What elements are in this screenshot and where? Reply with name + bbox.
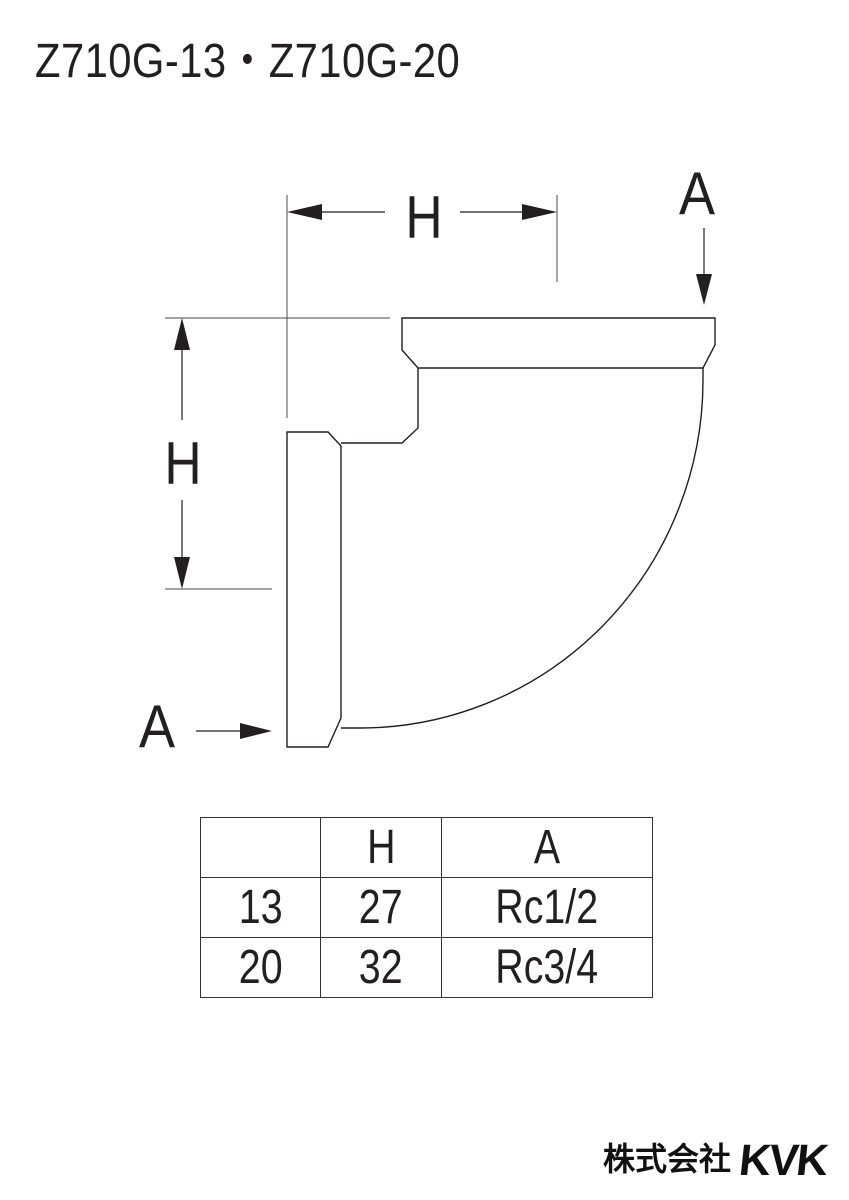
side-port-label: A [139,693,175,760]
table-cell: Rc3/4 [441,937,653,998]
dimension-table: H A 13 27 Rc1/2 20 32 Rc3/4 [200,817,653,998]
elbow-body-curve [341,368,704,729]
company-logo-brand: KVK [736,1136,829,1185]
width-dimension-arrow-left [287,204,322,220]
height-dimension-arrow-up [174,318,190,350]
table-header-cell: H [320,817,442,878]
table-row: 20 32 Rc3/4 [200,937,653,998]
table-cell: 20 [200,937,321,998]
height-dimension-label: H [164,429,201,497]
table-row: 13 27 Rc1/2 [200,877,653,938]
table-header-cell [200,817,321,878]
header-label-a: A [533,820,561,874]
height-dimension-arrow-down [174,557,190,589]
company-logo-prefix: 株式会社 [603,1140,732,1178]
width-dimension-arrow-right [522,204,557,220]
side-flange-outline [286,431,342,748]
width-dimension-label: H [405,183,442,251]
cell-h: 27 [359,880,403,934]
table-cell: 32 [320,937,442,998]
table-cell: 13 [200,877,321,938]
table-cell: 27 [320,877,442,938]
top-port-arrow-head [696,274,712,305]
header-label-h: H [366,820,396,874]
elbow-inner-step-outline [341,368,419,444]
cell-size: 20 [238,940,283,994]
top-flange-outline [401,317,716,369]
page-title: Z710G-13・Z710G-20 [35,35,461,88]
table-header-cell: A [441,817,653,878]
cell-a: Rc3/4 [495,940,599,994]
top-port-label: A [679,160,715,227]
cell-a: Rc1/2 [495,880,599,934]
side-port-arrow-head [240,723,272,739]
cell-size: 13 [238,880,283,934]
table-header-row: H A [200,817,653,878]
table-cell: Rc1/2 [441,877,653,938]
cell-h: 32 [359,940,403,994]
